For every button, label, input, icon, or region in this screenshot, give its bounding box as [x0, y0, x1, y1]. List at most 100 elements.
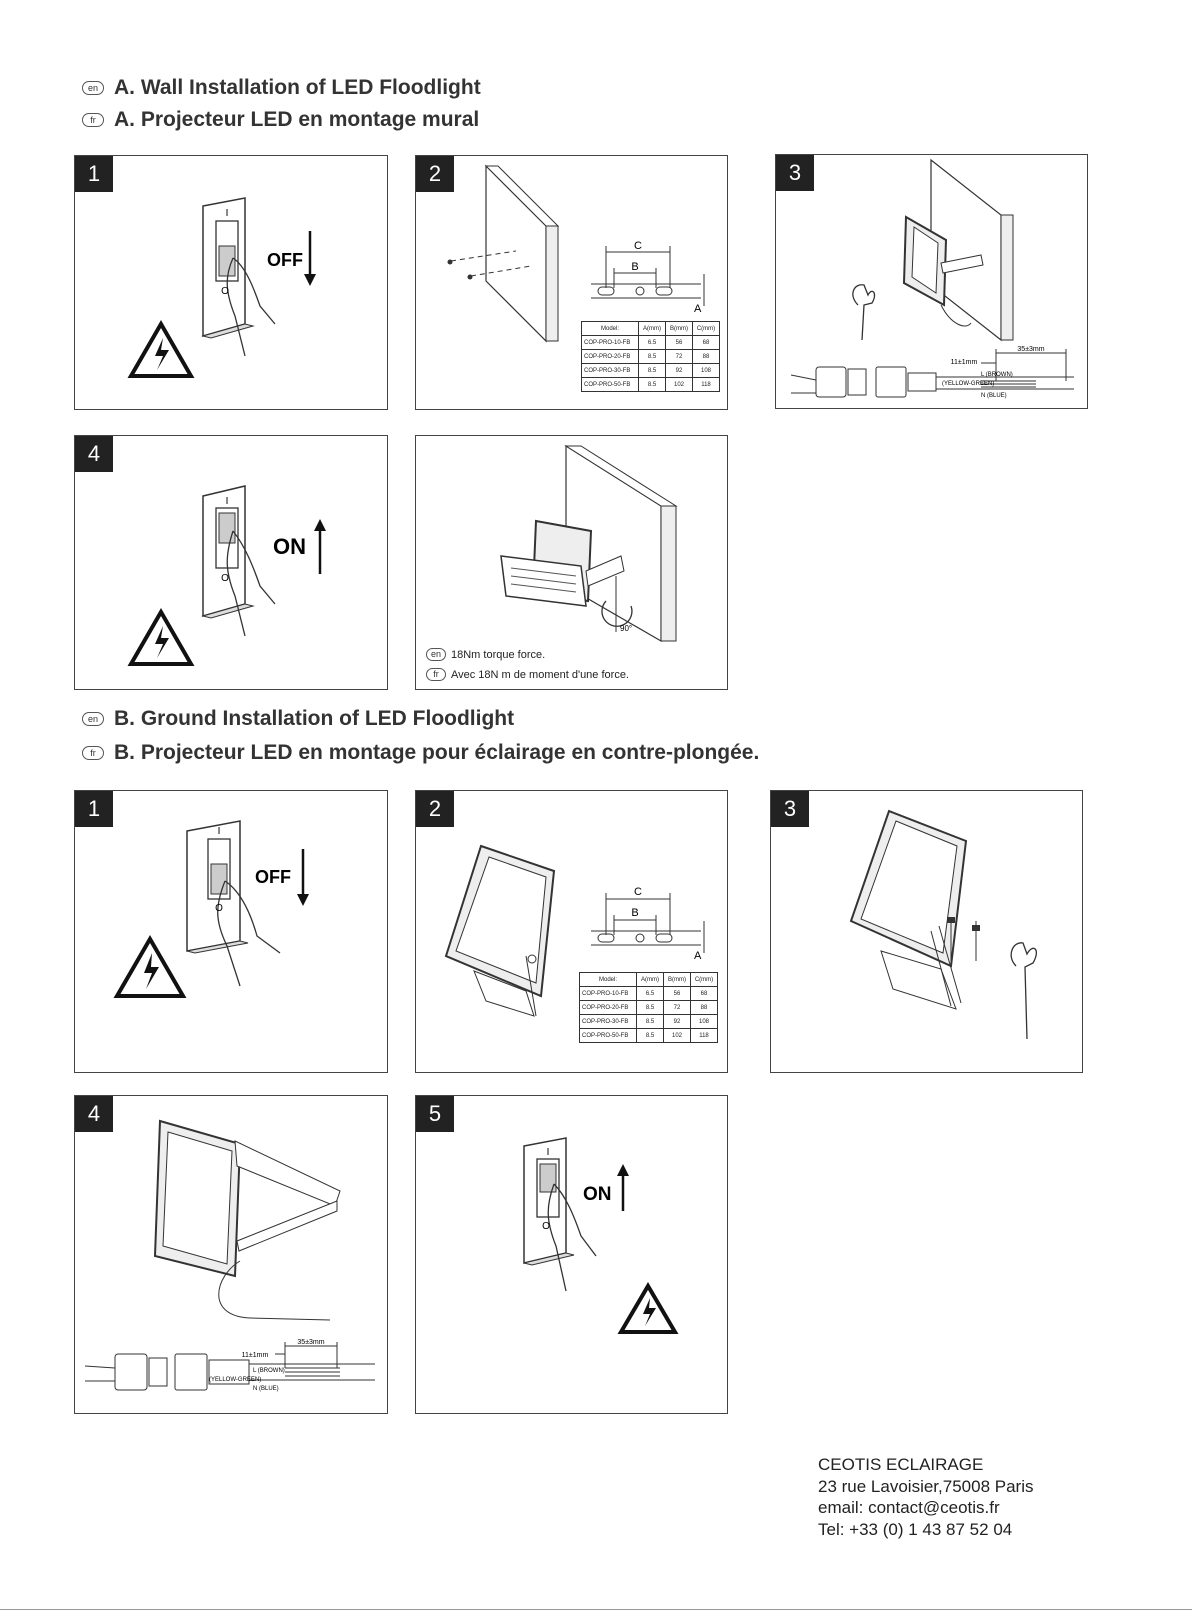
step-number-badge: 5: [416, 1096, 454, 1132]
spec-header: C(mm): [690, 972, 718, 987]
electric-hazard-icon: [155, 338, 169, 370]
step-number-badge: 1: [75, 156, 113, 192]
step-number-badge: 1: [75, 791, 113, 827]
spec-cell: 72: [663, 1000, 691, 1015]
switch-on-mark: I: [226, 208, 229, 219]
ground-bracket-illustration: C B A: [444, 844, 705, 1017]
spec-cell: COP-PRO-30-FB: [581, 363, 639, 378]
switch-label: ON: [273, 534, 306, 559]
dim-a-label: A: [694, 950, 702, 962]
switch-off-mark: O: [221, 286, 229, 297]
panel-a2-bracket-mount: C B A Model: A(mm) B(mm) C(mm) COP-PRO-1…: [415, 155, 728, 410]
spec-cell: COP-PRO-20-FB: [581, 349, 639, 364]
spec-cell: 8.5: [638, 377, 666, 392]
spec-cell: 102: [663, 1028, 691, 1043]
spec-cell: 8.5: [636, 1000, 664, 1015]
electric-hazard-icon: [155, 626, 169, 658]
spec-cell: 8.5: [636, 1014, 664, 1029]
strip-length-inner: 11±1mm: [242, 1352, 269, 1359]
english-language-icon: en: [426, 648, 446, 661]
spec-header: A(mm): [636, 972, 664, 987]
wrench-icon: [852, 284, 876, 341]
angle-label: 90°: [620, 624, 632, 633]
wrench-icon: [1010, 942, 1037, 1040]
spec-cell: COP-PRO-10-FB: [581, 335, 639, 350]
spec-header: C(mm): [692, 321, 720, 336]
spec-header: Model:: [579, 972, 637, 987]
step-number-badge: 4: [75, 1096, 113, 1132]
step-number-badge: 2: [416, 791, 454, 827]
spec-table-header-row: Model: A(mm) B(mm) C(mm): [579, 972, 718, 987]
spec-cell: 92: [665, 363, 693, 378]
switch-on-mark: I: [218, 826, 221, 837]
company-name: CEOTIS ECLAIRAGE: [818, 1455, 984, 1474]
ground-fixing-illustration: [849, 809, 1037, 1040]
torque-caption-fr-text: Avec 18N m de moment d'une force.: [451, 668, 629, 681]
wire-neutral-label: N (BLUE): [981, 393, 1007, 399]
switch-off-illustration: O I OFF: [127, 197, 316, 378]
switch-off-mark: O: [542, 1221, 550, 1232]
switch-on-mark: I: [547, 1147, 550, 1158]
section-a-title-en: en A. Wall Installation of LED Floodligh…: [82, 76, 481, 100]
ground-floodlight-wiring-illustration: 35±3mm 11±1mm L (BROWN) (YELLOW-GREEN) N…: [84, 1119, 375, 1392]
torque-caption-fr: fr Avec 18N m de moment d'une force.: [426, 668, 629, 681]
spec-cell: 88: [692, 349, 720, 364]
section-b-heading-en: B. Ground Installation of LED Floodlight: [114, 707, 515, 730]
step-number-badge: 3: [776, 155, 814, 191]
torque-caption-en: en 18Nm torque force.: [426, 648, 545, 661]
spec-cell: COP-PRO-30-FB: [579, 1014, 637, 1029]
spec-cell: 8.5: [638, 363, 666, 378]
strip-length-inner: 11±1mm: [951, 359, 978, 366]
electric-hazard-icon: [643, 1298, 656, 1326]
spec-cell: 108: [690, 1014, 718, 1029]
spec-cell: COP-PRO-50-FB: [579, 1028, 637, 1043]
switch-on-illustration: I O ON: [523, 1137, 679, 1334]
french-language-icon: fr: [82, 113, 104, 127]
wire-earth-label: (YELLOW-GREEN): [209, 1377, 261, 1383]
wire-neutral-label: N (BLUE): [253, 1386, 279, 1392]
section-a-title-fr: fr A. Projecteur LED en montage mural: [82, 108, 479, 132]
french-language-icon: fr: [426, 668, 446, 681]
spec-header: Model:: [581, 321, 639, 336]
company-address: 23 rue Lavoisier,75008 Paris: [818, 1476, 1034, 1496]
spec-cell: 6.5: [638, 335, 666, 350]
page-bottom-rule: [0, 1609, 1192, 1610]
spec-cell: 6.5: [636, 986, 664, 1001]
panel-b2-ground-bracket: C B A Model: A(mm) B(mm) C(mm) COP-PRO-1…: [415, 790, 728, 1073]
spec-cell: COP-PRO-20-FB: [579, 1000, 637, 1015]
spec-table-header-row: Model: A(mm) B(mm) C(mm): [581, 321, 720, 336]
spec-cell: 72: [665, 349, 693, 364]
dim-c-label: C: [634, 240, 642, 252]
switch-off-mark: O: [215, 903, 223, 914]
switch-on-illustration: I O ON: [127, 485, 326, 666]
wire-earth-label: (YELLOW-GREEN): [942, 381, 994, 387]
english-language-icon: en: [82, 81, 104, 95]
section-a-heading-fr: A. Projecteur LED en montage mural: [114, 108, 480, 131]
panel-b5-switch-on: I O ON 5: [415, 1095, 728, 1414]
switch-off-mark: O: [221, 573, 229, 584]
spec-cell: COP-PRO-10-FB: [579, 986, 637, 1001]
spec-cell: 8.5: [638, 349, 666, 364]
spec-cell: 108: [692, 363, 720, 378]
panel-a3-wiring: 35±3mm 11±1mm L (BROWN) (YELLOW-GREEN) N…: [775, 154, 1088, 409]
panel-a5-torque: 90° en 18Nm torque force. fr Avec 18N m …: [415, 435, 728, 690]
french-language-icon: fr: [82, 746, 104, 760]
spec-cell: 8.5: [636, 1028, 664, 1043]
step-number-badge: 3: [771, 791, 809, 827]
wall-mounted-floodlight-illustration: 35±3mm 11±1mm L (BROWN) (YELLOW-GREEN) N…: [790, 158, 1074, 399]
panel-a1-switch-off: O I OFF 1: [74, 155, 388, 410]
dim-b-label: B: [631, 907, 638, 919]
spec-cell: 102: [665, 377, 693, 392]
wire-live-label: L (BROWN): [981, 372, 1013, 378]
electric-hazard-icon: [144, 953, 159, 989]
strip-length-outer: 35±3mm: [1017, 346, 1044, 353]
wall-drill-illustration: C B A: [447, 164, 705, 343]
